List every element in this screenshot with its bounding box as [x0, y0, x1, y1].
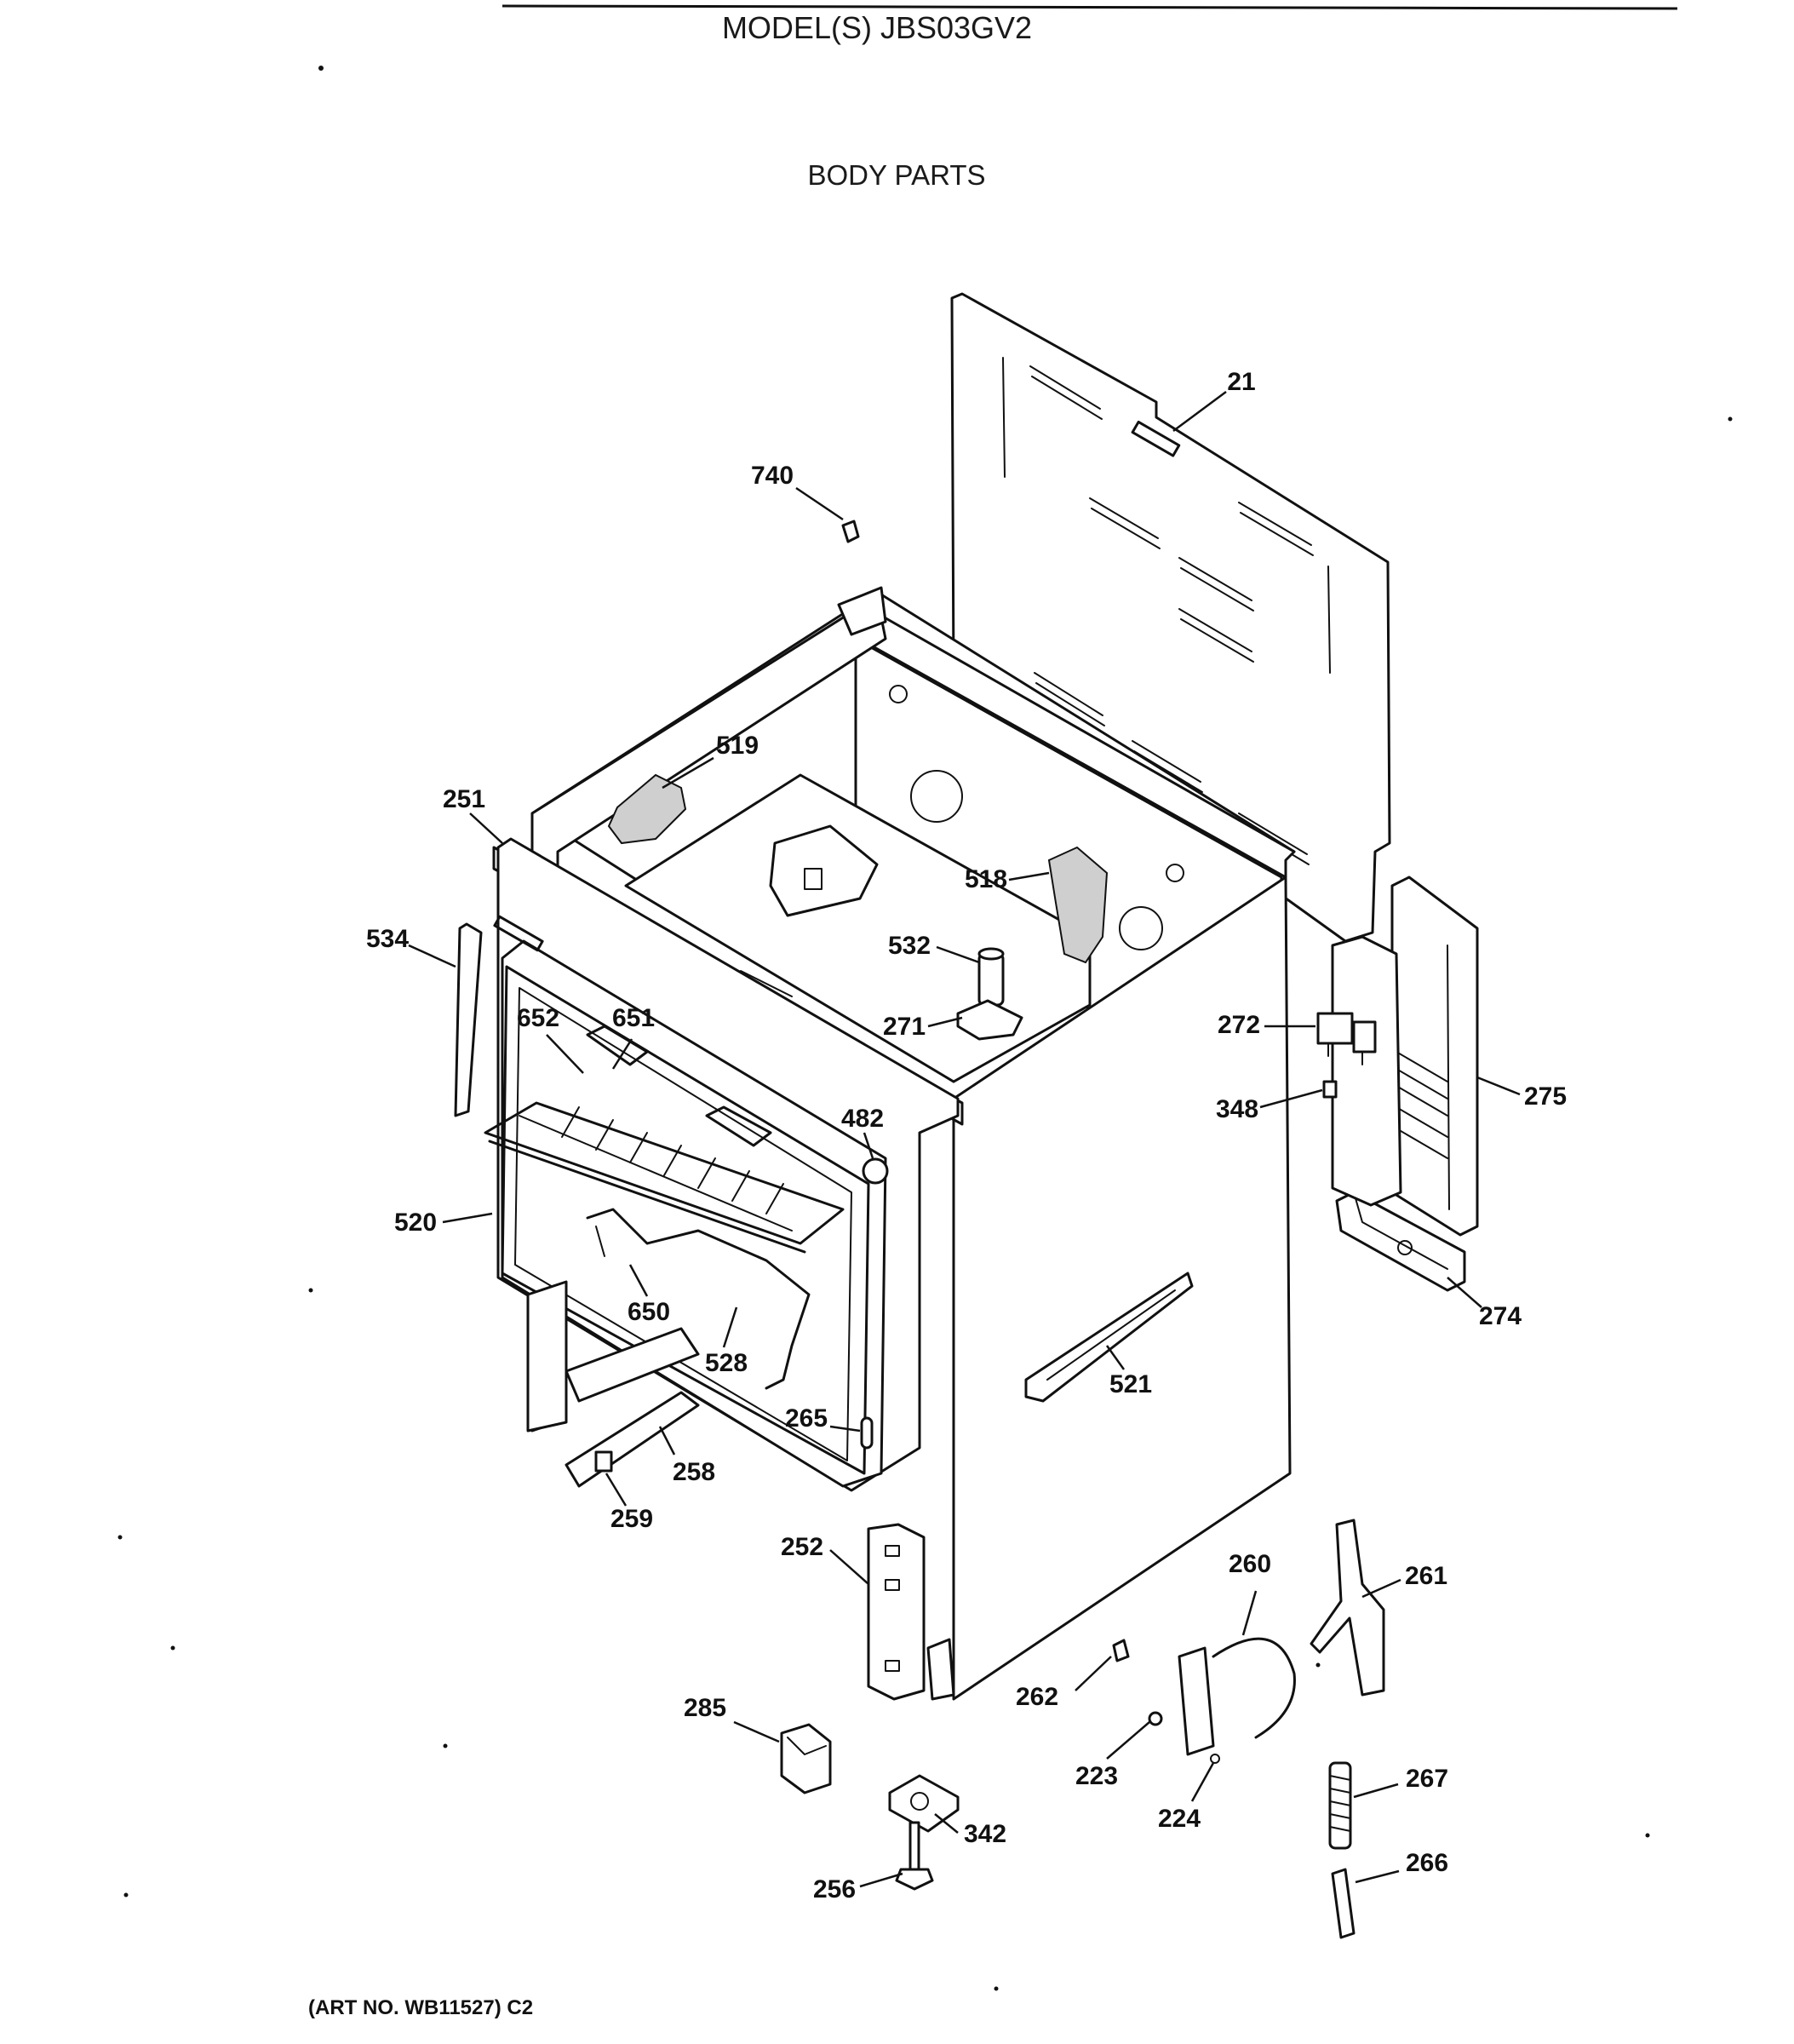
callout-482: 482 [841, 1105, 884, 1133]
callout-348: 348 [1216, 1095, 1258, 1123]
callout-652: 652 [517, 1004, 559, 1032]
oven-rack-652 [484, 1101, 845, 1254]
callout-272: 272 [1218, 1011, 1260, 1039]
cavity-top-bracket [769, 824, 879, 917]
callout-519: 519 [716, 732, 759, 760]
callout-275: 275 [1524, 1082, 1567, 1111]
insulation-518 [1047, 846, 1109, 964]
back-bracket-panel [1331, 935, 1402, 1207]
callout-265: 265 [785, 1404, 828, 1433]
callout-259: 259 [610, 1505, 653, 1533]
callout-258: 258 [673, 1458, 715, 1486]
callout-262: 262 [1016, 1683, 1058, 1711]
washer-224 [1210, 1754, 1220, 1764]
callout-274: 274 [1479, 1302, 1522, 1330]
callout-520: 520 [394, 1209, 437, 1237]
hinge-arm-260 [1178, 1637, 1296, 1756]
callout-271: 271 [883, 1013, 926, 1041]
callout-labels: 21 740 519 251 518 534 532 652 651 271 2… [366, 368, 1567, 1903]
callout-532: 532 [888, 932, 931, 960]
rear-cover-275 [1390, 876, 1479, 1237]
callout-256: 256 [813, 1875, 856, 1903]
callout-leaders [408, 390, 1521, 1888]
bake-element-528 [586, 1208, 811, 1390]
callout-285: 285 [684, 1694, 726, 1722]
callout-224: 224 [1158, 1805, 1201, 1833]
callout-740: 740 [751, 462, 794, 490]
grommet-348 [1322, 1080, 1338, 1099]
switch-272 [1316, 1012, 1377, 1065]
callout-518: 518 [965, 865, 1007, 893]
leveling-bracket-342 [888, 1774, 960, 1833]
leveling-leg-256 [895, 1821, 934, 1891]
spring-link-266 [1331, 1868, 1356, 1939]
lower-side-bracket [926, 1638, 955, 1701]
bake-element-bracket-650 [595, 1226, 605, 1257]
side-trim-521 [1024, 1272, 1194, 1403]
callout-342: 342 [964, 1820, 1006, 1848]
broil-element-651 [586, 1025, 772, 1147]
callout-266: 266 [1406, 1849, 1448, 1877]
drawer-bottom-area [526, 1280, 700, 1433]
clip-265 [860, 1416, 874, 1450]
scan-specks [117, 66, 1733, 1991]
callout-528: 528 [705, 1349, 748, 1377]
door-gasket-534 [454, 922, 483, 1117]
art-number: (ART NO. WB11527) C2 [308, 1996, 533, 2019]
section-title: BODY PARTS [807, 159, 985, 191]
thermostat-271 [956, 999, 1023, 1041]
screw-223 [1148, 1711, 1163, 1726]
hinge-receiver-252 [867, 1523, 926, 1701]
clip-740 [841, 520, 860, 543]
sensor-532 [977, 947, 1005, 1007]
bracket-285 [780, 1723, 832, 1794]
plug-482 [862, 1157, 889, 1185]
callout-260: 260 [1229, 1550, 1271, 1578]
hinge-assembly-261 [1310, 1519, 1385, 1697]
callout-521: 521 [1109, 1370, 1152, 1398]
callout-252: 252 [781, 1533, 823, 1561]
callout-651: 651 [612, 1004, 655, 1032]
header-rule [502, 4, 1678, 10]
insulation-519 [607, 773, 687, 845]
clip-259 [594, 1450, 613, 1473]
callout-650: 650 [628, 1298, 670, 1326]
clip-262 [1112, 1639, 1130, 1662]
model-title: MODEL(S) JBS03GV2 [722, 10, 1032, 45]
callout-21: 21 [1227, 368, 1255, 396]
oven-liner-520 [501, 965, 870, 1475]
callout-251: 251 [443, 785, 485, 813]
callout-267: 267 [1406, 1765, 1448, 1793]
callout-223: 223 [1075, 1762, 1118, 1790]
callout-261: 261 [1405, 1562, 1447, 1590]
hinge-spring-267 [1328, 1761, 1352, 1850]
callout-534: 534 [366, 925, 409, 953]
